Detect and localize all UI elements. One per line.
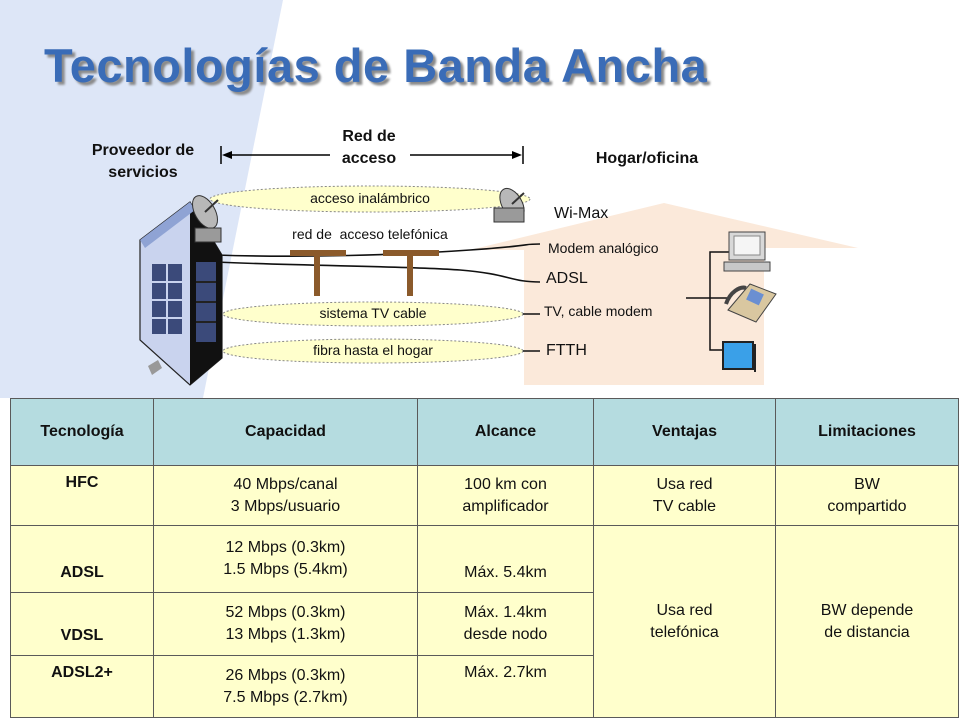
reach-cell: Máx. 1.4km desde nodo [417,592,594,656]
capacity-cell: 52 Mbps (0.3km) 13 Mbps (1.3km) [153,592,418,656]
shared-limitations-cell: BW depende de distancia [775,525,959,718]
column-header: Ventajas [593,398,776,466]
access-network-label: Red de acceso [341,128,397,167]
wireless-link-pill [209,185,531,213]
analog-modem-label: Modem analógico [548,240,659,256]
ftth-label: FTTH [546,342,587,359]
network-diagram [139,146,777,386]
satellite-dish-icon [493,187,525,223]
wimax-label: Wi-Max [554,205,609,222]
phone-line-lower [215,261,541,283]
computer-icon [723,231,771,272]
table-row: ADSL 12 Mbps (0.3km) 1.5 Mbps (5.4km) Má… [10,525,959,718]
telephone-pole-icon [290,250,346,296]
reach-cell: Máx. 2.7km [417,655,594,718]
cable-tv-label: sistema TV cable [319,305,427,321]
range-arrow [220,146,524,164]
capacity-cell: 12 Mbps (0.3km) 1.5 Mbps (5.4km) [153,525,418,593]
building-icon [139,201,223,386]
reach-cell: Máx. 5.4km [417,525,594,593]
technology-table: Tecnología Capacidad Alcance Ventajas Li… [10,398,959,718]
table-header-row: Tecnología Capacidad Alcance Ventajas Li… [10,398,959,466]
column-header: Capacidad [153,398,418,466]
adsl-label: ADSL [546,270,588,287]
table-row: ADSL2+ 26 Mbps (0.3km) 7.5 Mbps (2.7km) … [10,655,959,718]
column-header: Alcance [417,398,594,466]
capacity-cell: 26 Mbps (0.3km) 7.5 Mbps (2.7km) [153,655,418,718]
satellite-dish-icon [192,195,222,243]
table-row: VDSL 52 Mbps (0.3km) 13 Mbps (1.3km) Máx… [10,592,959,656]
home-office-label: Hogar/oficina [595,150,699,167]
telephone-icon [724,283,777,323]
column-header: Limitaciones [775,398,959,466]
column-header: Tecnología [10,398,154,466]
tech-cell: HFC [10,465,154,526]
telephone-pole-icon [383,250,439,296]
capacity-cell: 40 Mbps/canal 3 Mbps/usuario [153,465,418,526]
wireless-link-label: acceso inalámbrico [310,190,430,206]
monitor-icon [722,341,756,372]
cable-modem-label: TV, cable modem [544,303,653,319]
page-title: Tecnologías de Banda Ancha [44,39,708,92]
limitations-cell: BW compartido [775,465,959,526]
phone-network-label: red de acceso telefónica [292,226,448,242]
shared-advantages-cell: Usa red telefónica [593,525,776,718]
reach-cell: 100 km con amplificador [417,465,594,526]
advantages-cell: Usa red TV cable [593,465,776,526]
fiber-label: fibra hasta el hogar [313,342,433,358]
table-row: HFC 40 Mbps/canal 3 Mbps/usuario 100 km … [10,465,959,526]
tech-cell: VDSL [10,592,154,656]
provider-label: Proveedor de servicios [91,142,195,181]
phone-line-upper [215,243,541,257]
tech-cell: ADSL [10,525,154,593]
tech-cell: ADSL2+ [10,655,154,718]
